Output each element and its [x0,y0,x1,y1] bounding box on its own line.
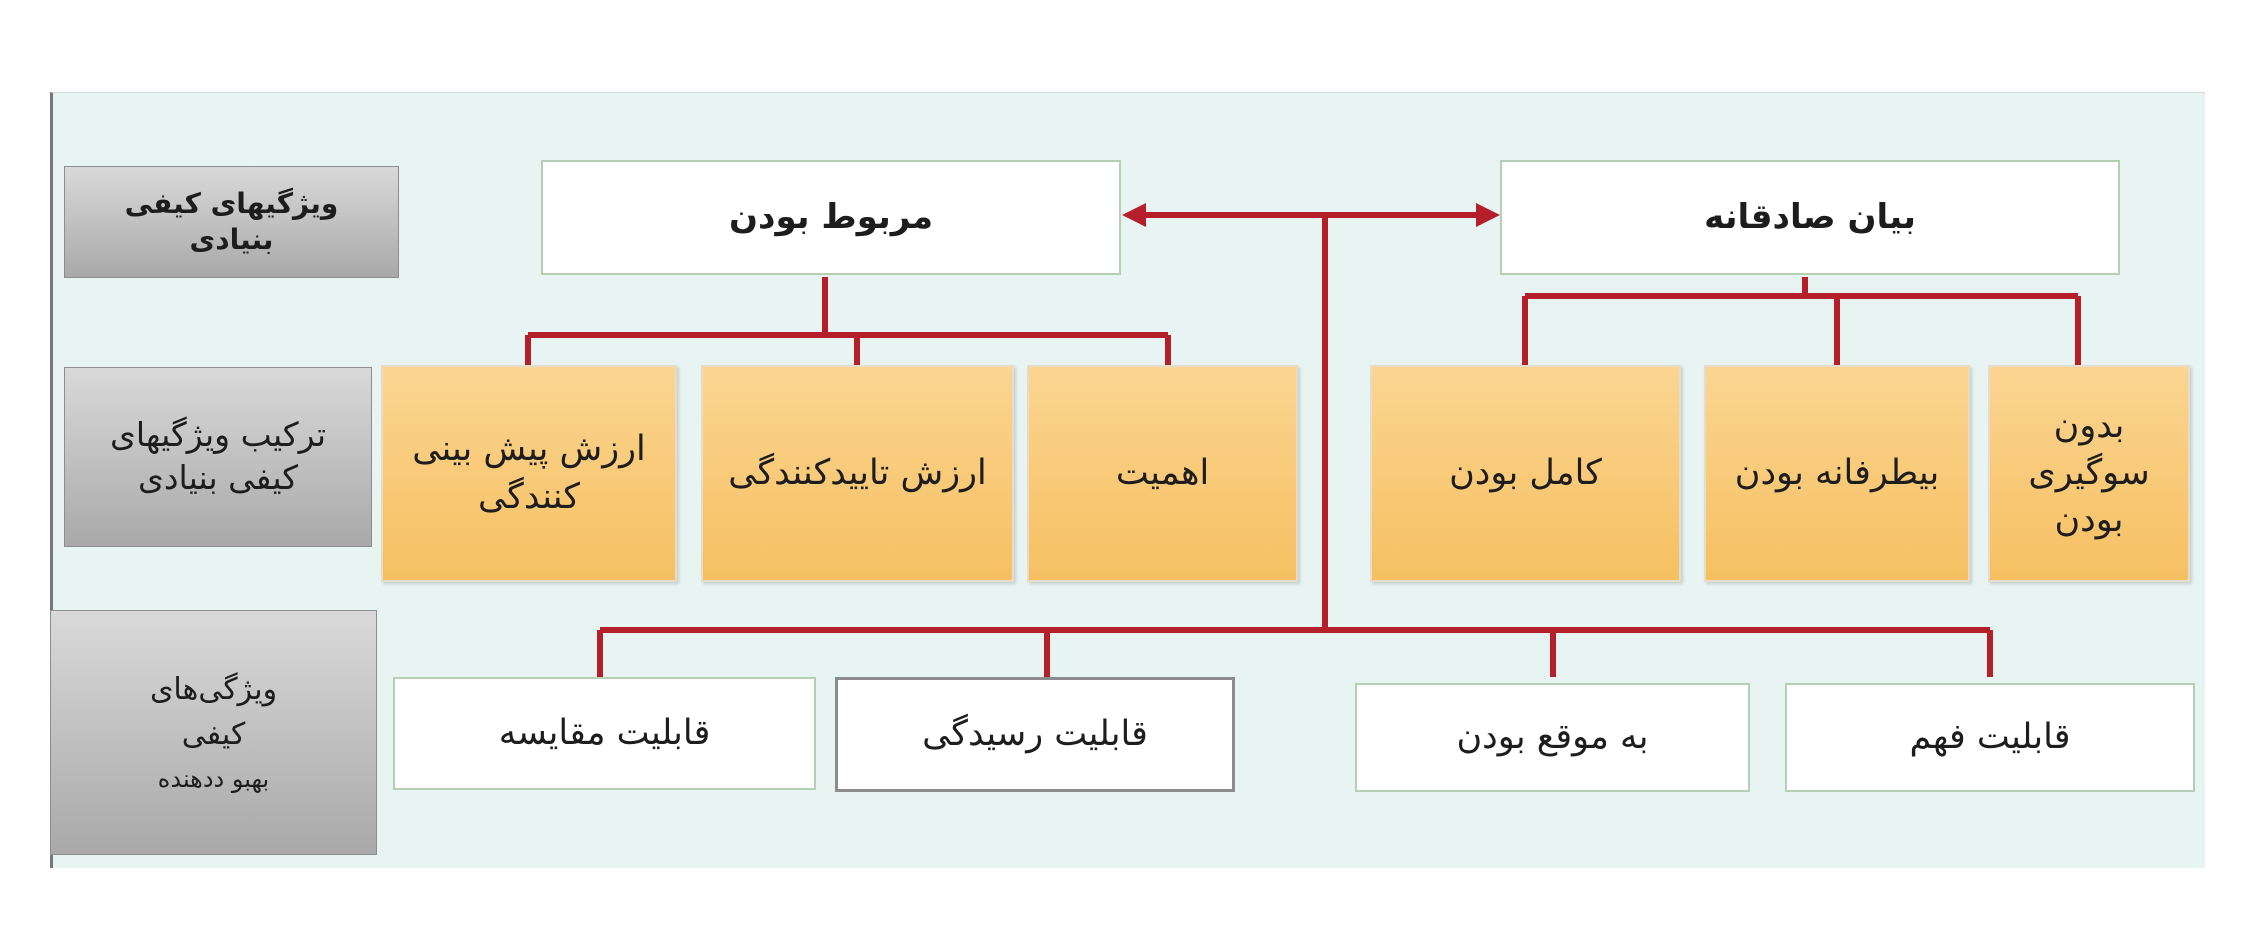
box-timeliness: به موقع بودن [1355,683,1750,792]
box-relevance: مربوط بودن [541,160,1121,275]
row-label-basic-line2: بنیادی [189,223,274,256]
row-label-enhancing-line3: بهبو ددهنده [157,764,270,793]
box-free-from-error: بدون سوگیری بودن [1988,365,2190,582]
box-neutrality: بیطرفانه بودن [1704,365,1970,582]
row-label-enhanced-line2: کیفی بنیادی [137,458,299,497]
box-predictive-value: ارزش پیش بینی کنندگی [381,365,677,582]
box-confirmatory-value: ارزش تاییدکنندگی [701,365,1014,582]
box-completeness: کامل بودن [1370,365,1681,582]
connector-faithful-children [1522,277,2081,365]
row-label-enhancing-line1: ویژگی‌های [149,671,278,707]
box-comparability: قابلیت مقایسه [393,677,816,790]
row-label-basic: ویژگیهای کیفی بنیادی [64,166,399,278]
row-label-enhanced-line1: ترکیب ویژگیهای [109,415,327,455]
connector-relevance-children [525,277,1171,365]
connector-main-trunk [597,215,1993,677]
arrow-head-right [1476,203,1500,227]
row-label-basic-line1: ویژگیهای کیفی [124,186,339,220]
box-understandability: قابلیت فهم [1785,683,2195,792]
row-label-enhancing-line2: کیفی [181,716,246,752]
box-materiality: اهمیت [1027,365,1298,582]
box-faithful-representation: بیان صادقانه [1500,160,2120,275]
arrow-head-left [1122,203,1146,227]
row-label-enhancing: ویژگی‌های کیفی بهبو ددهنده [50,610,377,855]
box-verifiability: قابلیت رسیدگی [835,677,1235,792]
row-label-enhanced: ترکیب ویژگیهای کیفی بنیادی [64,367,372,547]
